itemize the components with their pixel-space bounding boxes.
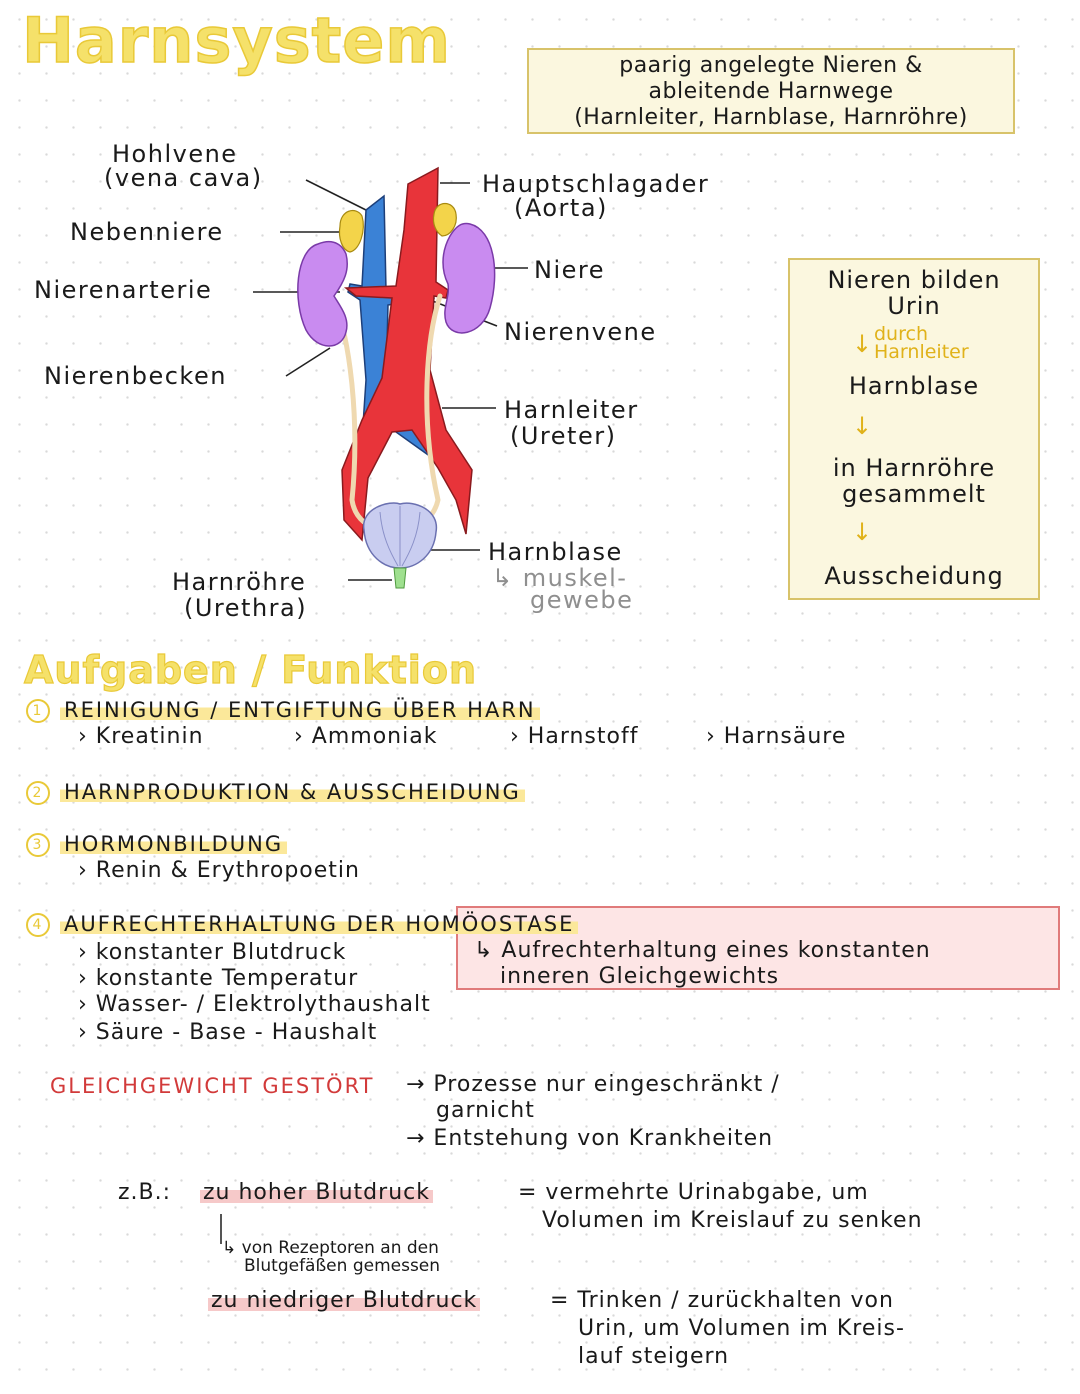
- task-2-title: HARNPRODUKTION & AUSSCHEIDUNG: [60, 780, 525, 804]
- label-harnroehre: Harnröhre: [172, 568, 307, 596]
- urinary-system-diagram: [253, 166, 528, 589]
- homeostasis-note-line-1: ↳ Aufrechterhaltung eines konstanten: [474, 938, 931, 963]
- label-ureter: (Ureter): [510, 422, 617, 450]
- section-title: Aufgaben / Funktion: [23, 647, 477, 692]
- label-muskel: ↳ muskel-: [492, 564, 628, 592]
- flow-arrow-3: ↓: [852, 518, 873, 546]
- task-1-item-2: › Ammoniak: [294, 724, 438, 749]
- task-2: 2 HARNPRODUKTION & AUSSCHEIDUNG: [26, 780, 525, 805]
- left-adrenal-gland: [338, 209, 364, 253]
- task-1-number: 1: [26, 699, 50, 723]
- task-4-item-4: › Säure - Base - Haushalt: [78, 1020, 378, 1045]
- example-low-eq-1: = Trinken / zurückhalten von: [550, 1288, 894, 1313]
- disturbed-line-3: → Entstehung von Krankheiten: [406, 1126, 774, 1151]
- example-high-bp-text: zu hoher Blutdruck: [200, 1180, 433, 1205]
- task-4: 4 AUFRECHTERHALTUNG DER HOMÖOSTASE: [26, 912, 579, 937]
- example-high-eq-1: = vermehrte Urinabgabe, um: [518, 1180, 869, 1205]
- right-kidney: [442, 222, 496, 334]
- task-3-item: › Renin & Erythropoetin: [78, 858, 360, 883]
- task-1-item-4: › Harnsäure: [706, 724, 847, 749]
- homeostasis-note-line-2: inneren Gleichgewichts: [500, 964, 780, 989]
- example-high-bp: zu hoher Blutdruck: [200, 1180, 433, 1205]
- task-3: 3 HORMONBILDUNG: [26, 832, 288, 857]
- flow-arrow-1: ↓: [852, 330, 873, 358]
- task-1: 1 REINIGUNG / ENTGIFTUNG ÜBER HARN: [26, 698, 540, 723]
- flow-step-4: Ausscheidung: [824, 562, 1004, 590]
- flow-arrow-2: ↓: [852, 412, 873, 440]
- urine-flow-box: Nieren bilden Urin ↓ durch Harnleiter Ha…: [788, 258, 1040, 600]
- flow-step-1a: Nieren bilden: [827, 266, 1001, 294]
- flow-via-b: Harnleiter: [874, 341, 969, 363]
- flow-step-3b: gesammelt: [842, 480, 986, 508]
- task-2-number: 2: [26, 781, 50, 805]
- label-nierenarterie: Nierenarterie: [34, 276, 213, 304]
- urethra: [393, 567, 407, 589]
- label-nierenbecken: Nierenbecken: [44, 362, 227, 390]
- sensor-note-1: ↳ von Rezeptoren an den: [222, 1238, 439, 1258]
- task-3-number: 3: [26, 833, 50, 857]
- example-prefix: z.B.:: [118, 1180, 172, 1205]
- flow-step-2: Harnblase: [848, 372, 980, 400]
- label-gewebe: gewebe: [530, 586, 634, 614]
- example-high-eq-2: Volumen im Kreislauf zu senken: [542, 1208, 923, 1233]
- task-3-title: HORMONBILDUNG: [60, 832, 288, 856]
- task-4-title: AUFRECHTERHALTUNG DER HOMÖOSTASE: [60, 912, 579, 936]
- flow-step-3a: in Harnröhre: [832, 454, 996, 482]
- task-1-item-3: › Harnstoff: [510, 724, 639, 749]
- example-low-bp: zu niedriger Blutdruck: [208, 1288, 481, 1313]
- label-niere: Niere: [534, 256, 605, 284]
- task-1-title: REINIGUNG / ENTGIFTUNG ÜBER HARN: [60, 698, 540, 722]
- flow-via-a: durch: [874, 323, 928, 345]
- label-aorta: (Aorta): [514, 194, 608, 222]
- label-harnblase: Harnblase: [488, 538, 623, 566]
- task-1-item-1: › Kreatinin: [78, 724, 204, 749]
- example-low-eq-3: lauf steigern: [578, 1344, 730, 1369]
- disturbed-line-1: → Prozesse nur eingeschränkt /: [406, 1072, 780, 1097]
- intro-line-2: ableitende Harnwege: [648, 79, 894, 104]
- aorta: [341, 166, 473, 542]
- disturbed-label: GLEICHGEWICHT GESTÖRT: [50, 1074, 375, 1098]
- disturbed-line-2: garnicht: [436, 1098, 535, 1123]
- sensor-bracket: [220, 1214, 222, 1244]
- label-hohlvene: Hohlvene: [112, 140, 238, 168]
- example-low-eq-2: Urin, um Volumen im Kreis-: [578, 1316, 905, 1341]
- intro-line-3: (Harnleiter, Harnblase, Harnröhre): [574, 105, 968, 130]
- label-urethra: (Urethra): [184, 594, 308, 622]
- label-harnleiter: Harnleiter: [504, 396, 639, 424]
- intro-line-1: paarig angelegte Nieren &: [619, 53, 923, 78]
- flow-step-1b: Urin: [887, 292, 941, 320]
- right-adrenal-gland: [432, 202, 457, 237]
- page-title: Harnsystem: [21, 3, 451, 78]
- task-4-item-3: › Wasser- / Elektrolythaushalt: [78, 992, 431, 1017]
- label-nierenvene: Nierenvene: [504, 318, 657, 346]
- label-hauptschlagader: Hauptschlagader: [482, 170, 710, 198]
- task-4-item-2: › konstante Temperatur: [78, 966, 359, 991]
- task-4-number: 4: [26, 913, 50, 937]
- example-low-bp-text: zu niedriger Blutdruck: [208, 1288, 481, 1313]
- sensor-note-2: Blutgefäßen gemessen: [244, 1256, 441, 1276]
- label-vena-cava: (vena cava): [104, 164, 263, 192]
- left-kidney: [297, 240, 348, 347]
- label-nebenniere: Nebenniere: [70, 218, 224, 246]
- intro-box: paarig angelegte Nieren & ableitende Har…: [527, 48, 1015, 134]
- task-4-item-1: › konstanter Blutdruck: [78, 940, 347, 965]
